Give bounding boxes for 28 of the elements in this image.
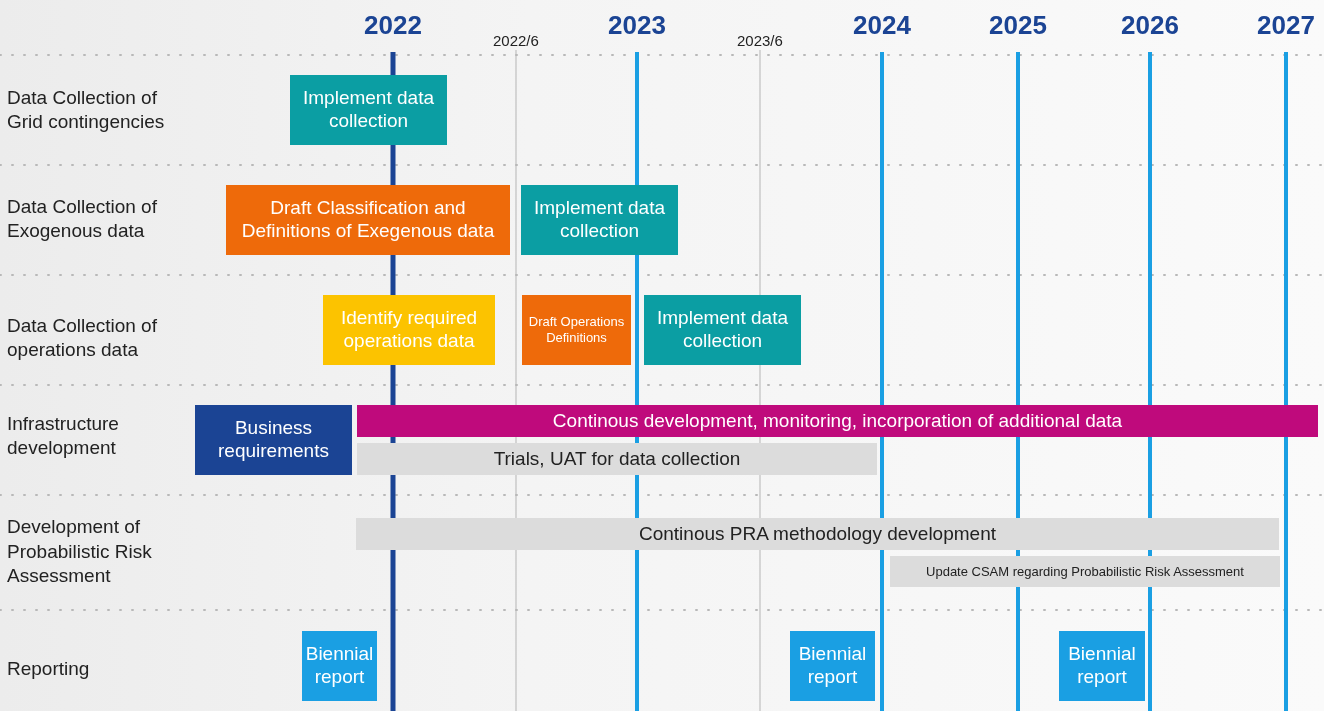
- row-label: Data Collection of Grid contingencies: [7, 85, 166, 135]
- task-bar: Implement data collection: [521, 185, 678, 255]
- task-bar: Draft Operations Definitions: [522, 295, 631, 365]
- task-bar: Continous development, monitoring, incorporation of additional data: [357, 405, 1318, 437]
- year-label: 2023: [608, 10, 666, 41]
- task-bar: Identify required operations data: [323, 295, 495, 365]
- row-label: Development of Probabilistic Risk Assessment: [7, 515, 153, 589]
- row-label: Reporting: [7, 656, 91, 681]
- month-label: 2023/6: [737, 32, 783, 49]
- task-bar: Draft Classification and Definitions of Exegenous data: [226, 185, 510, 255]
- task-bar: Biennial report: [302, 631, 377, 701]
- task-bar: Implement data collection: [290, 75, 447, 145]
- row-label: Data Collection of operations data: [7, 313, 158, 363]
- task-bar: Business requirements: [195, 405, 352, 475]
- year-label: 2026: [1121, 10, 1179, 41]
- row-label: Infrastructure development: [7, 411, 120, 461]
- task-bar: Biennial report: [1059, 631, 1145, 701]
- year-label: 2022: [364, 10, 422, 41]
- year-label: 2024: [853, 10, 911, 41]
- task-bar: Implement data collection: [644, 295, 801, 365]
- row-label: Data Collection of Exogenous data: [7, 194, 158, 244]
- task-bar: Continous PRA methodology development: [356, 518, 1279, 550]
- task-bar: Update CSAM regarding Probabilistic Risk Assessment: [890, 556, 1280, 587]
- year-label: 2027: [1257, 10, 1315, 41]
- task-bar: Trials, UAT for data collection: [357, 443, 877, 475]
- month-label: 2022/6: [493, 32, 539, 49]
- year-label: 2025: [989, 10, 1047, 41]
- task-bar: Biennial report: [790, 631, 875, 701]
